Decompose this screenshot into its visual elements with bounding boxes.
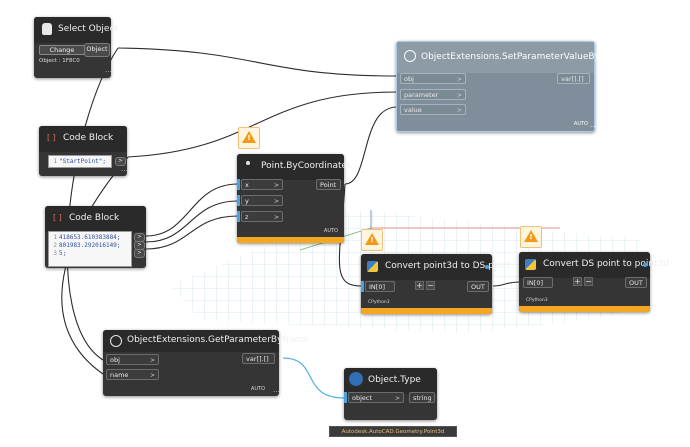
more-options-icon[interactable]: ··· xyxy=(105,68,112,76)
input-port-in0[interactable]: IN[0] xyxy=(523,277,553,288)
input-marker xyxy=(237,179,240,190)
object-type-result: Autodesk.AutoCAD.Geometry.Point3d xyxy=(329,426,457,437)
input-port-object[interactable]: object> xyxy=(348,392,404,403)
node-title: Convert DS point to point3d xyxy=(543,259,670,269)
output-port-object[interactable]: Object xyxy=(84,43,110,57)
select-object-header: Select Object xyxy=(34,17,118,43)
input-port-obj[interactable]: obj> xyxy=(400,73,466,84)
point-by-coordinates-node[interactable]: Point.ByCoordinates x> y> z> Point AUTO xyxy=(237,154,352,243)
more-options-icon[interactable]: ··· xyxy=(273,388,280,396)
convert-ds-to-point3d-node[interactable]: Convert DS point to point3d IN[0] + − OU… xyxy=(519,252,669,312)
output-port-point[interactable]: Point xyxy=(316,179,341,190)
output-port-var[interactable]: var[].[] xyxy=(242,353,275,364)
get-parameter-by-name-node[interactable]: ObjectExtensions.GetParameterByName obj>… xyxy=(103,330,309,396)
input-port-value[interactable]: value> xyxy=(400,104,466,115)
add-input-button[interactable]: + xyxy=(415,281,424,290)
input-port-x[interactable]: x> xyxy=(241,179,283,190)
node-title: Code Block xyxy=(69,213,120,223)
python-icon xyxy=(367,261,378,272)
code-block-node-1[interactable]: [ ] Code Block 1"StartPoint"; > ··· xyxy=(39,126,128,176)
code-block-header: [ ] Code Block xyxy=(45,206,146,232)
code-line: "StartPoint"; xyxy=(59,158,106,165)
node-title: ObjectExtensions.SetParameterValueByName xyxy=(421,52,627,62)
warning-icon[interactable]: ! xyxy=(361,229,383,251)
input-port-y[interactable]: y> xyxy=(241,195,283,206)
input-port-name[interactable]: name> xyxy=(106,369,159,380)
warning-bar xyxy=(237,237,344,243)
output-port-string[interactable]: string xyxy=(409,392,435,403)
get-parameter-header: ObjectExtensions.GetParameterByName xyxy=(103,330,309,352)
set-parameter-header: ObjectExtensions.SetParameterValueByName xyxy=(397,42,626,73)
lacing-auto[interactable]: AUTO xyxy=(573,121,588,127)
input-marker xyxy=(643,263,647,267)
highlight-connector xyxy=(282,357,345,399)
node-title: Convert point3d to DS point xyxy=(385,261,512,271)
output-port[interactable]: > xyxy=(115,157,126,166)
input-port-in0[interactable]: IN[0] xyxy=(365,281,395,292)
input-port-obj[interactable]: obj> xyxy=(106,354,159,365)
lacing-auto[interactable]: AUTO xyxy=(250,386,265,392)
function-icon xyxy=(404,50,416,62)
convert1-header: Convert point3d to DS point xyxy=(361,254,511,280)
object-type-icon xyxy=(349,372,363,386)
input-marker xyxy=(485,265,489,269)
output-port-out[interactable]: OUT xyxy=(625,277,647,288)
output-port-out[interactable]: OUT xyxy=(467,281,489,292)
function-icon xyxy=(110,335,122,347)
object-type-node[interactable]: Object.Type object> string xyxy=(344,368,437,420)
output-port-3[interactable]: > xyxy=(134,249,145,258)
line-number: 1 xyxy=(53,158,57,165)
input-port-parameter[interactable]: parameter> xyxy=(400,89,466,100)
convert-point3d-to-ds-node[interactable]: Convert point3d to DS point IN[0] + − OU… xyxy=(361,254,511,314)
remove-input-button[interactable]: − xyxy=(584,277,593,286)
more-options-icon[interactable]: ··· xyxy=(590,123,597,131)
warning-icon[interactable]: ! xyxy=(520,226,542,248)
object-type-header: Object.Type xyxy=(344,368,437,394)
node-title: Object.Type xyxy=(368,375,421,385)
point-header: Point.ByCoordinates xyxy=(237,154,352,180)
warning-bar xyxy=(519,306,650,312)
code-editor-1[interactable]: 1"StartPoint"; xyxy=(48,155,112,168)
hand-icon xyxy=(42,23,52,35)
engine-label: CPython3 xyxy=(368,300,390,305)
input-marker xyxy=(361,281,364,292)
node-title: Point.ByCoordinates xyxy=(261,161,352,171)
warning-icon[interactable]: ! xyxy=(238,127,260,149)
codeblock-icon: [ ] xyxy=(53,213,62,222)
input-marker xyxy=(237,211,240,222)
output-port-var[interactable]: var[].[] xyxy=(557,73,590,84)
add-input-button[interactable]: + xyxy=(573,277,582,286)
engine-label: CPython3 xyxy=(526,298,548,303)
input-marker xyxy=(237,195,240,206)
codeblock-icon: [ ] xyxy=(47,133,56,142)
python-icon xyxy=(525,259,536,270)
code-block-header: [ ] Code Block xyxy=(39,126,127,152)
more-options-icon[interactable]: ··· xyxy=(121,167,128,175)
input-port-z[interactable]: z> xyxy=(241,211,283,222)
convert2-header: Convert DS point to point3d xyxy=(519,252,669,278)
point-icon xyxy=(246,161,250,165)
node-title: ObjectExtensions.GetParameterByName xyxy=(127,335,309,345)
node-title: Select Object xyxy=(58,24,118,34)
warning-bar xyxy=(361,308,492,314)
input-marker xyxy=(344,392,347,403)
change-button[interactable]: Change xyxy=(39,45,85,55)
lacing-auto[interactable]: AUTO xyxy=(323,228,338,234)
remove-input-button[interactable]: − xyxy=(426,281,435,290)
set-parameter-value-node[interactable]: ObjectExtensions.SetParameterValueByName… xyxy=(396,41,626,132)
node-title: Code Block xyxy=(63,133,114,143)
selected-object-value: Object : 1F8C0 xyxy=(39,58,80,64)
select-object-node[interactable]: Select Object Change Object Object : 1F8… xyxy=(34,17,118,78)
